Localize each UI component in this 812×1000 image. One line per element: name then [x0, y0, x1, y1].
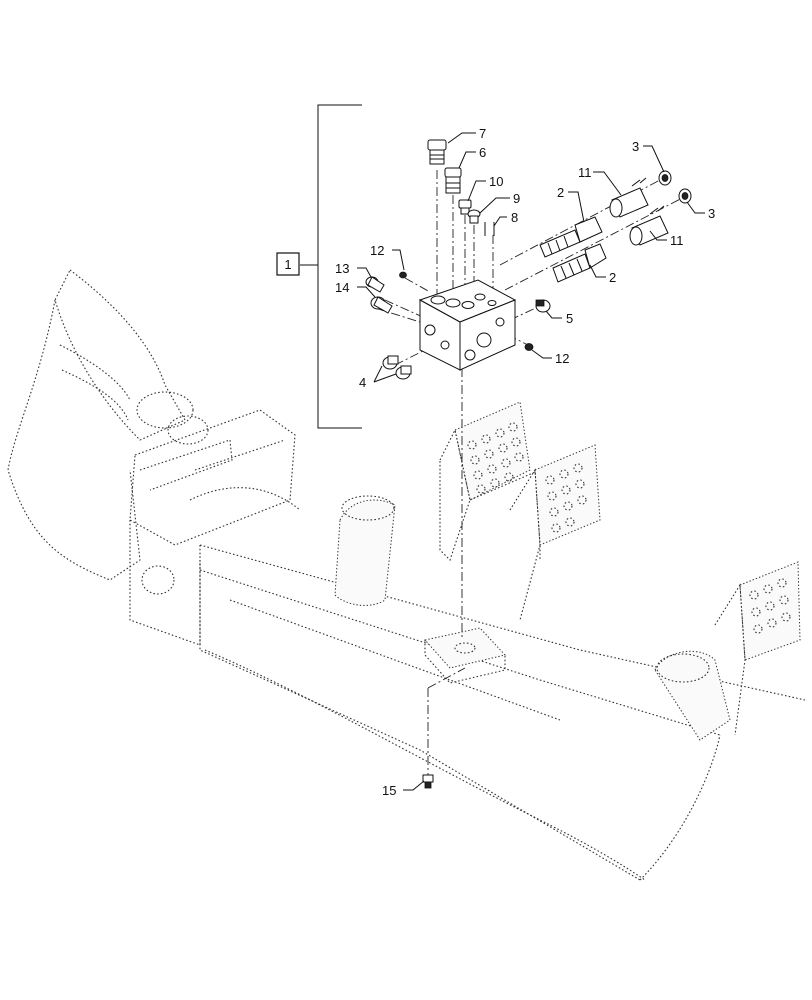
part-4-fittings — [382, 355, 412, 380]
assembly-centerlines — [374, 170, 689, 775]
callout-4: 4 — [359, 375, 366, 390]
assembly-reference-box: 1 — [276, 252, 300, 276]
assembly-reference-number: 1 — [284, 257, 291, 272]
assembly-bracket — [300, 104, 362, 429]
callout-leaders — [357, 132, 705, 791]
callout-3-lower: 3 — [708, 206, 715, 221]
perforated-bracket-middle — [509, 444, 601, 621]
callout-12-lower: 12 — [555, 351, 569, 366]
perforated-bracket-left — [439, 401, 541, 562]
callout-9: 9 — [513, 191, 520, 206]
callout-3-upper: 3 — [632, 139, 639, 154]
callout-12-upper: 12 — [370, 243, 384, 258]
part-15-bolt — [422, 774, 434, 789]
callout-6: 6 — [479, 145, 486, 160]
part-11-coil-lower — [629, 205, 669, 246]
part-2-cartridge-lower — [552, 243, 607, 283]
machine-frame-background — [7, 269, 806, 881]
part-12-plug-upper — [399, 271, 407, 279]
part-12-plug-lower — [524, 343, 534, 351]
callout-labels: 7 6 10 9 8 3 3 11 11 2 2 12 12 13 14 5 4… — [335, 126, 715, 798]
part-3-nut-upper — [658, 170, 672, 186]
callout-2-lower: 2 — [609, 270, 616, 285]
perforated-bracket-right — [714, 561, 801, 736]
part-6-fitting — [444, 167, 462, 194]
callout-2-upper: 2 — [557, 185, 564, 200]
callout-11-lower: 11 — [670, 233, 684, 248]
valve-block — [418, 279, 517, 371]
callout-14: 14 — [335, 280, 349, 295]
part-13-fitting — [365, 276, 385, 293]
part-14-fitting — [370, 296, 393, 314]
callout-15: 15 — [382, 783, 396, 798]
callout-13: 13 — [335, 261, 349, 276]
part-2-cartridge-upper — [539, 216, 603, 258]
part-3-nut-lower — [678, 188, 692, 204]
part-11-coil-upper — [609, 177, 649, 218]
callout-7: 7 — [479, 126, 486, 141]
part-7-fitting — [427, 139, 447, 165]
part-8-pin — [484, 222, 495, 236]
part-9-plug — [467, 209, 481, 224]
callout-10: 10 — [489, 174, 503, 189]
part-5-fitting — [535, 299, 551, 313]
callout-8: 8 — [511, 210, 518, 225]
part-10-plug — [458, 199, 472, 215]
callout-5: 5 — [566, 311, 573, 326]
callout-11-upper: 11 — [578, 165, 592, 180]
